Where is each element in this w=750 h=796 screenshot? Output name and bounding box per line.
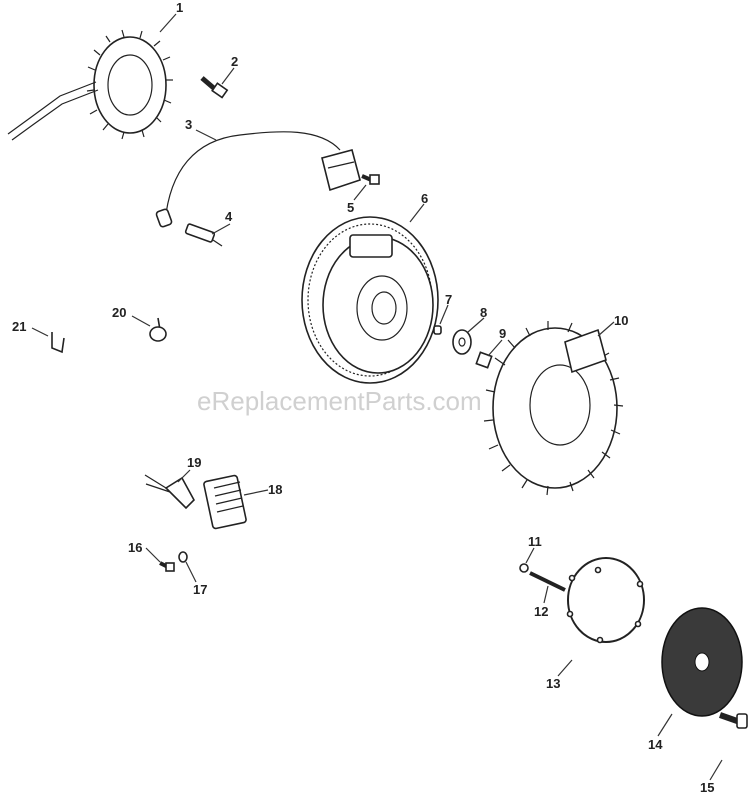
part-stator[interactable] bbox=[7, 29, 173, 141]
callout-18: 18 bbox=[268, 482, 282, 497]
part-pin-11[interactable] bbox=[519, 563, 529, 573]
callout-5: 5 bbox=[347, 200, 354, 215]
callout-15: 15 bbox=[700, 780, 714, 795]
callout-3: 3 bbox=[185, 117, 192, 132]
callout-1: 1 bbox=[176, 0, 183, 15]
part-spark-plug[interactable] bbox=[184, 223, 223, 247]
callout-17: 17 bbox=[193, 582, 207, 597]
part-washer[interactable] bbox=[452, 329, 472, 355]
callout-20: 20 bbox=[112, 305, 126, 320]
callout-2: 2 bbox=[231, 54, 238, 69]
callout-6: 6 bbox=[421, 191, 428, 206]
callout-12: 12 bbox=[534, 604, 548, 619]
part-rectifier[interactable] bbox=[203, 474, 247, 530]
callout-8: 8 bbox=[480, 305, 487, 320]
part-bolt-2[interactable] bbox=[200, 76, 229, 99]
callout-labels: 1 2 3 4 5 6 7 8 9 10 11 12 13 14 15 16 1… bbox=[12, 0, 714, 795]
callout-7: 7 bbox=[445, 292, 452, 307]
callout-4: 4 bbox=[225, 209, 233, 224]
part-rod[interactable] bbox=[529, 571, 566, 592]
callout-10: 10 bbox=[614, 313, 628, 328]
callout-21: 21 bbox=[12, 319, 26, 334]
part-ring[interactable] bbox=[566, 557, 645, 644]
leader-lines bbox=[31, 13, 723, 781]
part-bracket-21[interactable] bbox=[51, 332, 65, 354]
callout-9: 9 bbox=[499, 326, 506, 341]
callout-16: 16 bbox=[128, 540, 142, 555]
callout-14: 14 bbox=[648, 737, 663, 752]
watermark: eReplacementParts.com bbox=[197, 386, 482, 416]
part-screw-16[interactable] bbox=[159, 561, 175, 572]
part-nut-17[interactable] bbox=[178, 551, 188, 563]
part-fan[interactable] bbox=[483, 321, 624, 496]
callout-11: 11 bbox=[528, 534, 542, 549]
part-nut[interactable] bbox=[475, 351, 493, 369]
part-connector[interactable] bbox=[144, 474, 195, 510]
part-key[interactable] bbox=[433, 325, 442, 335]
callout-19: 19 bbox=[187, 455, 201, 470]
part-clip-20[interactable] bbox=[149, 317, 167, 342]
part-flywheel[interactable] bbox=[301, 216, 439, 384]
part-ignition-module[interactable] bbox=[155, 131, 361, 228]
callout-13: 13 bbox=[546, 676, 560, 691]
part-bolt-15[interactable] bbox=[719, 712, 748, 729]
part-screw-5[interactable] bbox=[361, 174, 380, 185]
part-screen[interactable] bbox=[661, 607, 743, 717]
